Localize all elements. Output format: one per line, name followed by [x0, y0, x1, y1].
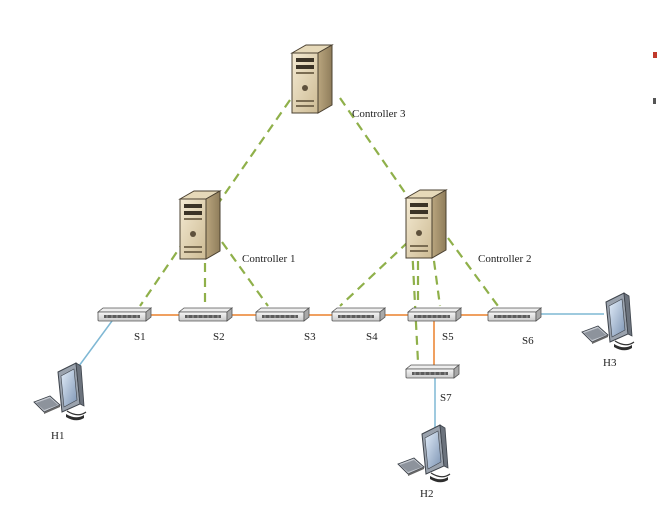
controller-2-label: Controller 2	[478, 253, 531, 265]
host-link-s1-h1	[75, 320, 113, 371]
control-link-c2-s4	[339, 241, 409, 307]
switch-s6-icon	[487, 307, 542, 322]
controller-3-label: Controller 3	[352, 108, 406, 120]
host-h2-label: H2	[420, 488, 433, 500]
control-link-c2-s6	[447, 237, 499, 307]
switch-s3-icon	[255, 307, 310, 322]
switch-s5-icon	[407, 307, 462, 322]
host-h1-workstation-icon	[33, 362, 87, 421]
host-h3-workstation-icon	[581, 292, 635, 351]
controller-1-server-icon	[179, 190, 221, 260]
controller-1-label: Controller 1	[242, 253, 295, 265]
host-h3-label: H3	[603, 357, 617, 369]
host-h1-label: H1	[51, 430, 64, 442]
controller-2-server-icon	[405, 189, 447, 259]
switch-s6-label: S6	[522, 335, 534, 347]
switch-s7-label: S7	[440, 392, 452, 404]
control-link-c1-s1	[139, 239, 186, 307]
switch-s2-label: S2	[213, 331, 225, 343]
host-links	[75, 313, 604, 428]
control-links	[139, 97, 499, 363]
controller-3-server-icon	[291, 44, 333, 114]
switch-s5-label: S5	[442, 331, 454, 343]
control-link-c2-s5b	[430, 245, 442, 307]
control-link-c3-c2	[339, 97, 411, 201]
data-links	[148, 314, 490, 366]
switch-s4-label: S4	[366, 331, 378, 343]
control-link-c1-s3	[221, 241, 269, 307]
edge-mark-top	[653, 52, 657, 58]
switch-s7-icon	[405, 364, 460, 379]
edge-mark-bottom	[653, 98, 656, 104]
control-link-c3-c1	[214, 99, 291, 209]
switch-s1-label: S1	[134, 331, 146, 343]
switch-s1-icon	[97, 307, 152, 322]
control-link-c2-s7	[410, 245, 420, 363]
switch-s4-icon	[331, 307, 386, 322]
switch-s3-label: S3	[304, 331, 316, 343]
switch-s2-icon	[178, 307, 233, 322]
host-h2-workstation-icon	[397, 424, 451, 483]
